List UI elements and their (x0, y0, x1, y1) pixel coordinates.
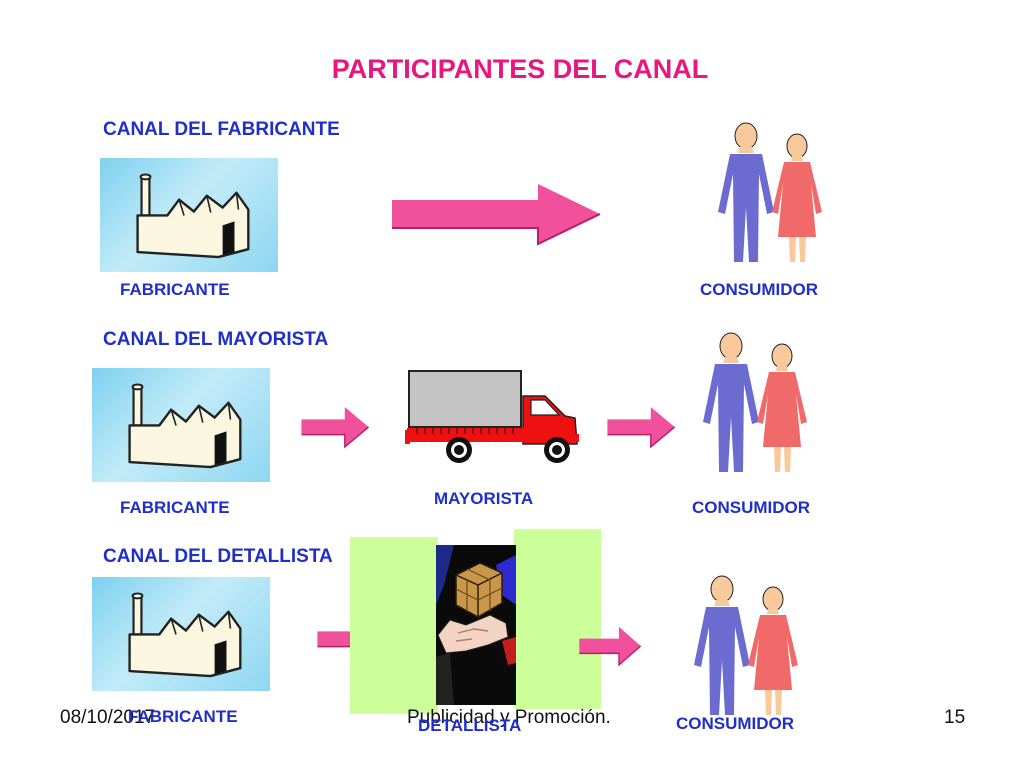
consumer-label: CONSUMIDOR (676, 714, 795, 733)
arrow-right-icon (300, 404, 370, 450)
page-title: PARTICIPANTES DEL CANAL (331, 54, 709, 84)
intermediary-label: DETALLISTA (418, 716, 522, 735)
factory-image (100, 158, 278, 272)
factory-icon (92, 577, 270, 691)
couple-icon (697, 332, 817, 477)
arrow-right-icon (390, 182, 602, 246)
factory-icon (92, 368, 270, 482)
consumer-label: CONSUMIDOR (692, 498, 811, 517)
footer-date: 08/10/2017 (60, 707, 156, 728)
arrow-right-icon (606, 404, 676, 450)
couple-icon (712, 122, 832, 267)
factory-image (92, 368, 270, 482)
source-label: FABRICANTE (120, 498, 230, 517)
consumer-label: CONSUMIDOR (700, 280, 819, 299)
section-heading-fabricante: CANAL DEL FABRICANTE (103, 119, 340, 140)
source-label: FABRICANTE (128, 707, 238, 726)
section-heading-mayorista: CANAL DEL MAYORISTA (103, 329, 329, 350)
intermediary-label: MAYORISTA (434, 489, 534, 508)
factory-icon (100, 158, 278, 272)
retail-panel-right (514, 529, 601, 709)
truck-icon (405, 368, 585, 468)
factory-image (92, 577, 270, 691)
hand-with-package-icon (436, 545, 516, 705)
arrow-right-icon (578, 624, 642, 668)
section-heading-detallista: CANAL DEL DETALLISTA (103, 546, 333, 567)
retail-panel-left (350, 537, 438, 714)
source-label: FABRICANTE (120, 280, 230, 299)
footer-center-text: Publicidad y Promoción. (407, 707, 611, 728)
footer-page-number: 15 (944, 707, 966, 728)
couple-icon (688, 575, 808, 720)
